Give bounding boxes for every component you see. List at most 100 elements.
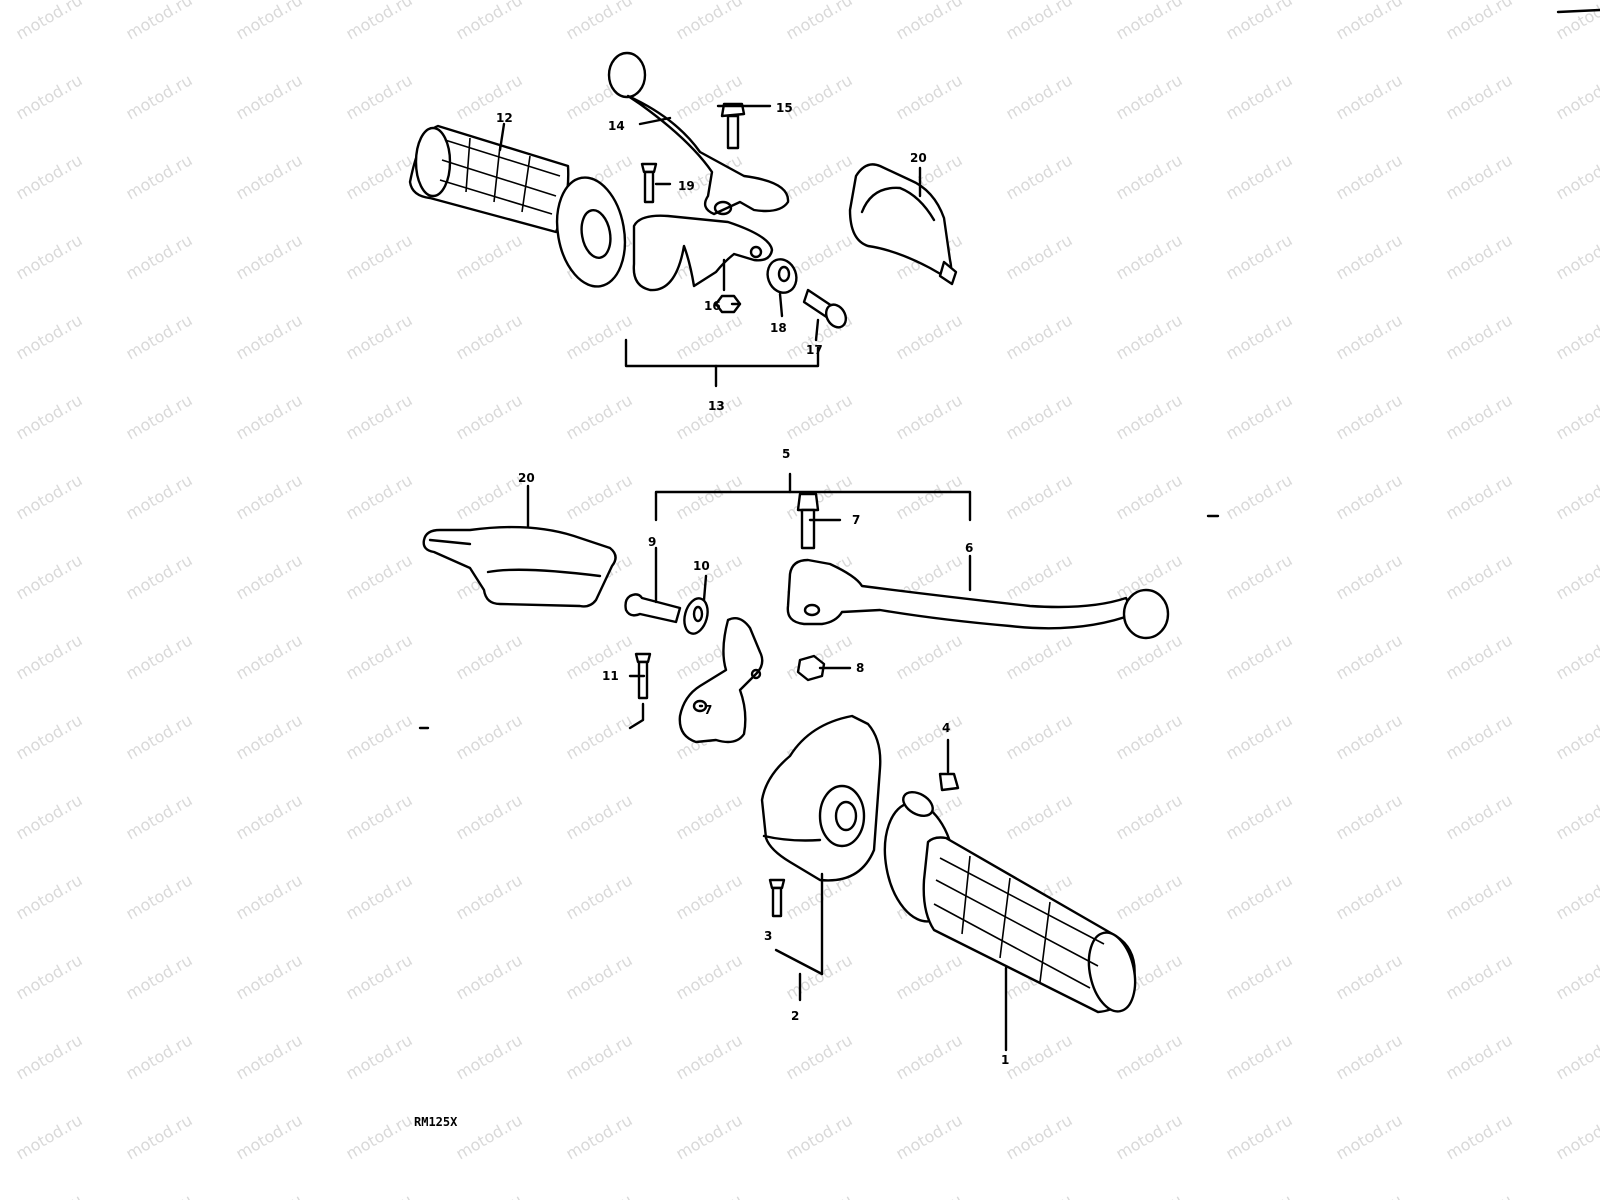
watermark-text: motod.ru bbox=[1333, 0, 1406, 43]
watermark-text: motod.ru bbox=[1443, 0, 1516, 43]
watermark-text: motod.ru bbox=[1113, 710, 1186, 763]
watermark-text: motod.ru bbox=[1553, 70, 1600, 123]
watermark-text: motod.ru bbox=[13, 1110, 86, 1163]
part-10-washer bbox=[683, 597, 709, 635]
watermark-text: motod.ru bbox=[233, 310, 306, 363]
watermark-text: motod.ru bbox=[783, 390, 856, 443]
watermark-text: motod.ru bbox=[893, 1190, 966, 1200]
watermark-text: motod.ru bbox=[673, 1110, 746, 1163]
watermark-text: motod.ru bbox=[13, 390, 86, 443]
watermark-text: motod.ru bbox=[1223, 950, 1296, 1003]
callout-16: 16 bbox=[704, 299, 721, 313]
watermark-text: motod.ru bbox=[13, 70, 86, 123]
watermark-text: motod.ru bbox=[123, 1190, 196, 1200]
callout-8: 8 bbox=[856, 661, 864, 675]
watermark-text: motod.ru bbox=[673, 790, 746, 843]
watermark-text: motod.ru bbox=[1553, 710, 1600, 763]
part-16-nut bbox=[714, 294, 742, 314]
watermark-text: motod.ru bbox=[233, 790, 306, 843]
watermark-text: motod.ru bbox=[893, 70, 966, 123]
watermark-text: motod.ru bbox=[1333, 950, 1406, 1003]
watermark-text: motod.ru bbox=[1553, 550, 1600, 603]
watermark-text: motod.ru bbox=[1443, 870, 1516, 923]
watermark-text: motod.ru bbox=[1003, 390, 1076, 443]
watermark-text: motod.ru bbox=[1333, 390, 1406, 443]
watermark-text: motod.ru bbox=[1333, 230, 1406, 283]
watermark-text: motod.ru bbox=[563, 310, 636, 363]
watermark-text: motod.ru bbox=[1003, 550, 1076, 603]
watermark-text: motod.ru bbox=[1003, 310, 1076, 363]
watermark-text: motod.ru bbox=[13, 150, 86, 203]
watermark-text: motod.ru bbox=[1443, 790, 1516, 843]
watermark-text: motod.ru bbox=[343, 470, 416, 523]
callout-20-lower: 20 bbox=[518, 471, 535, 485]
watermark-text: motod.ru bbox=[783, 1190, 856, 1200]
watermark-text: motod.ru bbox=[1553, 1030, 1600, 1083]
part-11-screw bbox=[628, 652, 652, 730]
watermark-text: motod.ru bbox=[1003, 790, 1076, 843]
watermark-text: motod.ru bbox=[1333, 1110, 1406, 1163]
watermark-text: motod.ru bbox=[563, 470, 636, 523]
watermark-text: motod.ru bbox=[673, 1030, 746, 1083]
watermark-text: motod.ru bbox=[893, 950, 966, 1003]
watermark-text: motod.ru bbox=[563, 1110, 636, 1163]
watermark-text: motod.ru bbox=[123, 230, 196, 283]
watermark-text: motod.ru bbox=[1333, 470, 1406, 523]
watermark-text: motod.ru bbox=[893, 390, 966, 443]
part-2-throttle-housing bbox=[760, 714, 882, 882]
watermark-text: motod.ru bbox=[343, 0, 416, 43]
watermark-text: motod.ru bbox=[1443, 1190, 1516, 1200]
watermark-text: motod.ru bbox=[1113, 1110, 1186, 1163]
watermark-text: motod.ru bbox=[563, 1030, 636, 1083]
watermark-text: motod.ru bbox=[1333, 150, 1406, 203]
watermark-text: motod.ru bbox=[123, 790, 196, 843]
watermark-text: motod.ru bbox=[123, 1030, 196, 1083]
lower-lever-holder bbox=[678, 617, 764, 744]
watermark-text: motod.ru bbox=[1443, 470, 1516, 523]
callout-12: 12 bbox=[496, 111, 513, 125]
watermark-text: motod.ru bbox=[893, 470, 966, 523]
watermark-text: motod.ru bbox=[123, 0, 196, 43]
watermark-text: motod.ru bbox=[343, 1110, 416, 1163]
watermark-text: motod.ru bbox=[893, 710, 966, 763]
watermark-text: motod.ru bbox=[1553, 1190, 1600, 1200]
watermark-text: motod.ru bbox=[343, 1190, 416, 1200]
watermark-text: motod.ru bbox=[233, 1110, 306, 1163]
watermark-text: motod.ru bbox=[1113, 470, 1186, 523]
part-3-screw bbox=[768, 878, 786, 918]
watermark-text: motod.ru bbox=[13, 1190, 86, 1200]
watermark-text: motod.ru bbox=[1443, 1030, 1516, 1083]
part-7-bolt bbox=[796, 492, 820, 550]
callout-3: 3 bbox=[764, 929, 772, 943]
watermark-text: motod.ru bbox=[1443, 310, 1516, 363]
watermark-text: motod.ru bbox=[673, 870, 746, 923]
watermark-text: motod.ru bbox=[453, 1110, 526, 1163]
watermark-text: motod.ru bbox=[343, 630, 416, 683]
watermark-text: motod.ru bbox=[783, 150, 856, 203]
watermark-text: motod.ru bbox=[563, 950, 636, 1003]
watermark-text: motod.ru bbox=[1333, 1190, 1406, 1200]
watermark-text: motod.ru bbox=[673, 470, 746, 523]
callout-14: 14 bbox=[608, 119, 625, 133]
part-17-bolt bbox=[802, 288, 848, 329]
watermark-text: motod.ru bbox=[1223, 1190, 1296, 1200]
watermark-text: motod.ru bbox=[453, 230, 526, 283]
watermark-text: motod.ru bbox=[893, 1030, 966, 1083]
watermark-text: motod.ru bbox=[893, 0, 966, 43]
watermark-text: motod.ru bbox=[1113, 150, 1186, 203]
watermark-text: motod.ru bbox=[783, 0, 856, 43]
part-6-lower-lever bbox=[786, 558, 1170, 640]
bracket-2 bbox=[774, 872, 824, 1002]
watermark-text: motod.ru bbox=[1003, 230, 1076, 283]
watermark-text: motod.ru bbox=[453, 310, 526, 363]
callout-17: 17 bbox=[806, 343, 823, 357]
watermark-text: motod.ru bbox=[1443, 1110, 1516, 1163]
watermark-text: motod.ru bbox=[1443, 630, 1516, 683]
watermark-text: motod.ru bbox=[123, 1110, 196, 1163]
watermark-text: motod.ru bbox=[1223, 390, 1296, 443]
watermark-text: motod.ru bbox=[233, 0, 306, 43]
part-19-screw bbox=[640, 162, 658, 204]
watermark-text: motod.ru bbox=[1113, 1030, 1186, 1083]
watermark-text: motod.ru bbox=[453, 790, 526, 843]
watermark-text: motod.ru bbox=[343, 310, 416, 363]
